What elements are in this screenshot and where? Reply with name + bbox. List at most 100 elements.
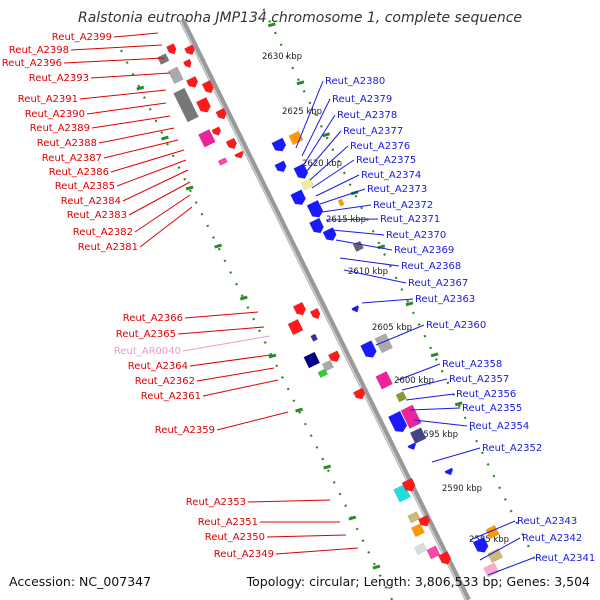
gene-label: Reut_A2363 [415, 294, 475, 305]
gene-feature [217, 157, 228, 166]
gene-label: Reut_A2390 [25, 109, 85, 120]
gene-feature [184, 44, 195, 55]
leader-line [305, 130, 342, 173]
leader-line [70, 44, 163, 51]
gene-label: Reut_A2399 [52, 32, 112, 43]
gene-feature [215, 107, 227, 120]
gene-label: Reut_A2384 [61, 196, 121, 207]
gene-feature [182, 58, 192, 69]
gene-feature [337, 198, 345, 207]
gene-feature [274, 160, 287, 173]
feature-layer [157, 43, 504, 578]
gene-label: Reut_A2355 [462, 403, 522, 414]
scale-tick-label: 2625 kbp [282, 107, 322, 117]
gene-feature [195, 96, 211, 113]
scale-tick [214, 243, 223, 249]
gene-label: Reut_A2353 [186, 497, 246, 508]
gene-feature [185, 75, 199, 88]
gene-feature [290, 189, 307, 206]
gene-feature [157, 53, 170, 65]
gene-label: Reut_A2398 [9, 45, 69, 56]
leader-line [303, 114, 336, 165]
gene-feature [234, 150, 244, 159]
scale-tick [296, 80, 305, 86]
gene-feature [165, 43, 177, 55]
gene-feature [374, 333, 393, 354]
gene-label: Reut_A2358 [442, 359, 502, 370]
leader-line [266, 534, 347, 538]
scale-tick [185, 185, 194, 191]
gene-feature [487, 548, 504, 564]
leader-line [335, 239, 393, 251]
gene-label: Reut_A2368 [401, 261, 461, 272]
gene-feature [167, 66, 184, 85]
gene-label: Reut_A2375 [356, 155, 416, 166]
gene-label: Reut_A2367 [408, 278, 468, 289]
leader-line [196, 367, 275, 382]
gene-feature [444, 467, 454, 476]
gene-feature [225, 137, 237, 150]
gene-feature [351, 305, 359, 313]
leader-line [321, 204, 372, 213]
leader-line [413, 419, 468, 427]
scale-tick-label: 2590 kbp [442, 484, 482, 494]
scale-tick [160, 135, 169, 141]
gene-feature [375, 371, 393, 390]
leader-line [139, 206, 193, 248]
leader-line [216, 411, 289, 431]
chromosome-axis [179, 18, 471, 600]
leader-line [401, 378, 448, 391]
gene-label: Reut_A2373 [367, 184, 427, 195]
scale-tick [323, 464, 332, 470]
gene-label: Reut_A2349 [214, 549, 274, 560]
gene-feature [271, 137, 287, 152]
leader-line [479, 537, 521, 561]
leader-line [110, 149, 185, 173]
gene-label: Reut_A2370 [386, 230, 446, 241]
gene-label: Reut_A2396 [2, 58, 62, 69]
gene-labels: Reut_A2399Reut_A2398Reut_A2396Reut_A2393… [2, 32, 595, 564]
gene-feature [472, 536, 489, 553]
gene-feature [292, 301, 306, 316]
topology-text: Topology: circular; Length: 3,806,533 bp… [246, 574, 590, 589]
leader-line [469, 520, 516, 541]
gene-label: Reut_AR0040 [114, 346, 181, 357]
gene-label: Reut_A2379 [332, 94, 392, 105]
leader-line [361, 298, 414, 304]
scale-tick [322, 132, 331, 138]
gene-feature [353, 387, 366, 400]
leader-lines [63, 32, 534, 576]
leader-line [275, 547, 359, 555]
scale-tick [267, 22, 276, 28]
gene-feature [309, 217, 324, 234]
leader-line [189, 354, 271, 367]
gene-label: Reut_A2351 [198, 517, 258, 528]
gene-label: Reut_A2361 [141, 391, 201, 402]
scale-tick-label: 2595 kbp [418, 430, 458, 440]
leader-line [103, 139, 179, 159]
gene-label: Reut_A2366 [123, 313, 183, 324]
gene-label: Reut_A2374 [361, 170, 421, 181]
gene-label: Reut_A2377 [343, 126, 403, 137]
leader-line [325, 218, 379, 221]
gene-feature [426, 545, 441, 560]
scale-tick [239, 295, 248, 301]
gene-feature [417, 514, 431, 527]
gene-label: Reut_A2364 [128, 361, 188, 372]
gene-feature [438, 550, 452, 565]
gene-label: Reut_A2359 [155, 425, 215, 436]
gene-label: Reut_A2341 [535, 553, 595, 564]
gene-feature [309, 307, 321, 320]
leader-line [182, 335, 271, 352]
gene-feature [400, 404, 422, 429]
leader-line [202, 379, 279, 397]
gene-feature [360, 340, 377, 358]
gene-feature [303, 351, 321, 369]
gene-label: Reut_A2354 [469, 421, 529, 432]
leader-line [134, 194, 191, 233]
leader-line [309, 145, 349, 181]
gene-feature [413, 542, 428, 555]
gene-feature [483, 562, 500, 578]
gene-label: Reut_A2342 [522, 533, 582, 544]
